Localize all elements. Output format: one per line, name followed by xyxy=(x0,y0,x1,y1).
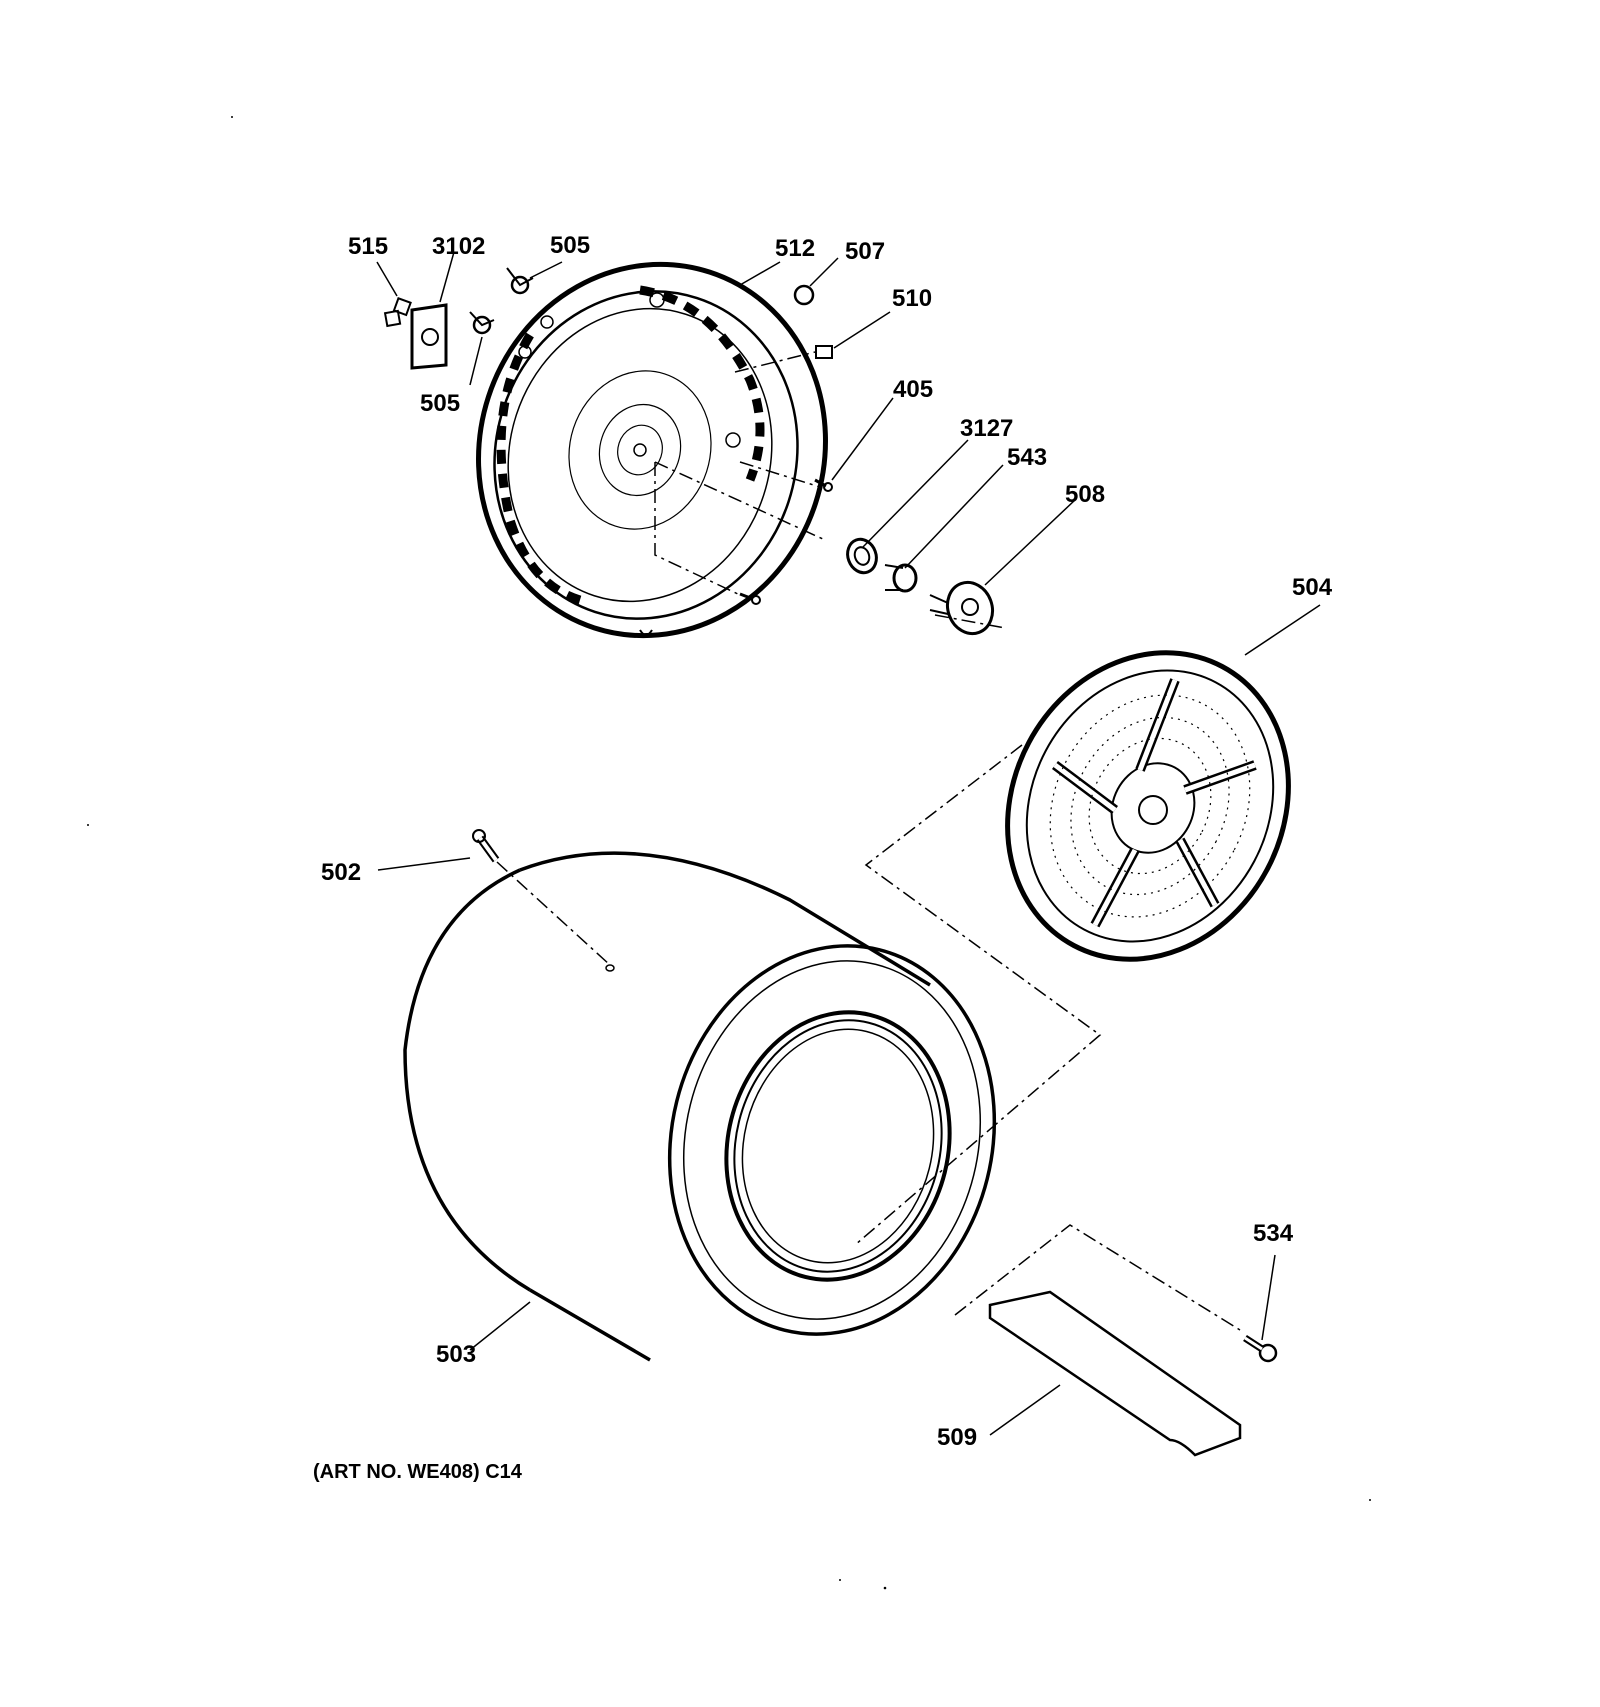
callout-512: 512 xyxy=(775,235,816,262)
callout-3102: 3102 xyxy=(432,233,486,260)
small-parts xyxy=(383,267,1278,1363)
assembly-lines xyxy=(496,351,1241,1331)
callout-504: 504 xyxy=(1292,574,1333,601)
leader-lines xyxy=(376,251,1321,1436)
callout-509: 509 xyxy=(937,1424,978,1451)
callout-534: 534 xyxy=(1253,1220,1294,1247)
drum-front-plate-504 xyxy=(1005,650,1291,962)
scan-specks xyxy=(87,116,1371,1590)
drum-503 xyxy=(403,851,997,1362)
callout-3127: 3127 xyxy=(960,415,1014,442)
callout-503: 503 xyxy=(436,1341,477,1368)
callout-405: 405 xyxy=(893,376,934,403)
callout-507: 507 xyxy=(845,238,886,265)
baffle-509 xyxy=(988,1290,1242,1457)
callout-505-left: 505 xyxy=(420,390,461,417)
rear-bulkhead-512 xyxy=(476,261,828,639)
callout-515: 515 xyxy=(348,233,389,260)
art-number-caption: (ART NO. WE408) C14 xyxy=(313,1461,522,1483)
callout-505-top: 505 xyxy=(550,232,591,259)
callout-508: 508 xyxy=(1065,481,1106,508)
callout-543: 543 xyxy=(1007,444,1048,471)
callout-502: 502 xyxy=(321,859,362,886)
callout-510: 510 xyxy=(892,285,933,312)
